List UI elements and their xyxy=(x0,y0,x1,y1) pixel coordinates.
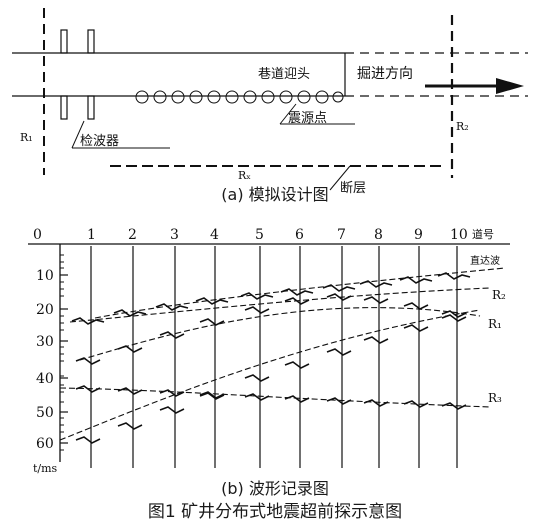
wavelet xyxy=(441,314,467,322)
tunnel-face-label: 巷道迎头 xyxy=(258,67,310,82)
wavelet xyxy=(159,406,185,414)
trace-number: 7 xyxy=(337,227,346,243)
source-points xyxy=(135,90,344,104)
wavelet xyxy=(284,297,310,305)
wavelet xyxy=(326,348,352,356)
event-lines xyxy=(59,267,506,441)
wavelet xyxy=(159,389,185,397)
trace-number: 9 xyxy=(414,227,423,243)
wavelet xyxy=(199,318,225,326)
wavelet xyxy=(437,272,471,280)
wavelet xyxy=(363,336,389,344)
fault-leader-line xyxy=(329,165,351,191)
wavelet xyxy=(280,288,314,296)
wavelet xyxy=(75,385,101,393)
receiver-marker xyxy=(60,29,68,54)
wavelet xyxy=(113,309,147,317)
reflection-r2-line xyxy=(69,287,491,323)
rx-label: Rₓ xyxy=(238,169,251,182)
wavelet xyxy=(284,395,310,403)
trace-number: 8 xyxy=(374,227,383,243)
time-axis-major-ticks xyxy=(60,274,68,444)
wavelet xyxy=(71,317,105,325)
wavelet xyxy=(403,400,429,408)
source-label: 震源点 xyxy=(288,111,327,126)
time-tick-labels: 10 20 30 40 50 60 xyxy=(36,268,54,452)
r2-label: R₂ xyxy=(456,120,469,133)
wavelet xyxy=(326,293,352,301)
wavelet xyxy=(117,345,143,353)
reflection-r3-line xyxy=(59,387,491,408)
receiver-marker xyxy=(87,29,95,54)
fault-label: 断层 xyxy=(340,181,366,196)
trace-number-row: 0 1 2 3 4 5 6 7 8 9 10 xyxy=(33,227,468,243)
r1-wave-label: R₁ xyxy=(488,317,502,331)
trace-number: 0 xyxy=(33,227,42,243)
wavelet xyxy=(195,297,229,305)
panel-b-caption: (b) 波形记录图 xyxy=(221,479,329,498)
wavelet xyxy=(240,292,274,300)
wavelet xyxy=(75,436,101,444)
panel-a-diagram xyxy=(12,8,528,191)
wavelet xyxy=(363,296,389,304)
receiver-marker xyxy=(60,95,68,120)
direction-arrow xyxy=(425,78,524,94)
wavelet xyxy=(403,324,429,332)
r2-wave-label: R₂ xyxy=(492,288,506,302)
wavelet xyxy=(159,331,185,339)
wavelet xyxy=(441,402,467,410)
wavelet xyxy=(244,306,270,314)
receiver-marker xyxy=(87,95,95,120)
wavelet xyxy=(284,361,310,369)
receiver-leader-line xyxy=(71,120,85,149)
wavelet xyxy=(322,284,356,292)
wavelet xyxy=(155,303,189,311)
receiver-label: 检波器 xyxy=(80,134,119,149)
trace-number: 10 xyxy=(450,227,468,243)
wavelet xyxy=(326,397,352,405)
figure-caption: 图1 矿井分布式地震超前探示意图 xyxy=(147,502,403,522)
trace-number: 1 xyxy=(87,227,96,243)
trace-number: 4 xyxy=(210,227,219,243)
trace-number: 5 xyxy=(255,227,264,243)
time-tick-label: 10 xyxy=(36,268,54,284)
trace-number: 6 xyxy=(295,227,304,243)
wavelet xyxy=(117,422,143,430)
wavelet xyxy=(403,302,429,310)
channel-label: 道号 xyxy=(472,227,494,241)
wavelet xyxy=(244,393,270,401)
wavelet xyxy=(363,399,389,407)
wavelet xyxy=(75,357,101,365)
r1-label: R₁ xyxy=(20,131,33,144)
time-tick-label: 60 xyxy=(36,436,54,452)
wavelet xyxy=(441,310,467,318)
source-leader-line xyxy=(279,103,297,125)
wavelet xyxy=(199,392,225,400)
wavelet xyxy=(244,374,270,382)
wavelet xyxy=(359,280,393,288)
wavelet xyxy=(399,276,433,284)
panel-a-caption: (a) 模拟设计图 xyxy=(221,185,329,204)
time-tick-label: 50 xyxy=(36,405,54,421)
direct-wave-label: 直达波 xyxy=(470,254,500,267)
time-tick-label: 30 xyxy=(36,334,54,350)
r3-wave-label: R₃ xyxy=(488,391,502,405)
trace-number: 3 xyxy=(170,227,179,243)
time-axis-minor-ticks xyxy=(60,254,64,451)
wavelet xyxy=(117,387,143,395)
wavelets xyxy=(71,272,471,444)
trace-number: 2 xyxy=(128,227,137,243)
event-cross-line xyxy=(59,309,481,441)
time-unit-label: t/ms xyxy=(33,462,58,475)
direct-wave-line xyxy=(94,267,506,319)
reflection-r1-line xyxy=(79,307,481,361)
direction-label: 掘进方向 xyxy=(357,66,413,82)
time-tick-label: 20 xyxy=(36,302,54,318)
time-tick-label: 40 xyxy=(36,371,54,387)
